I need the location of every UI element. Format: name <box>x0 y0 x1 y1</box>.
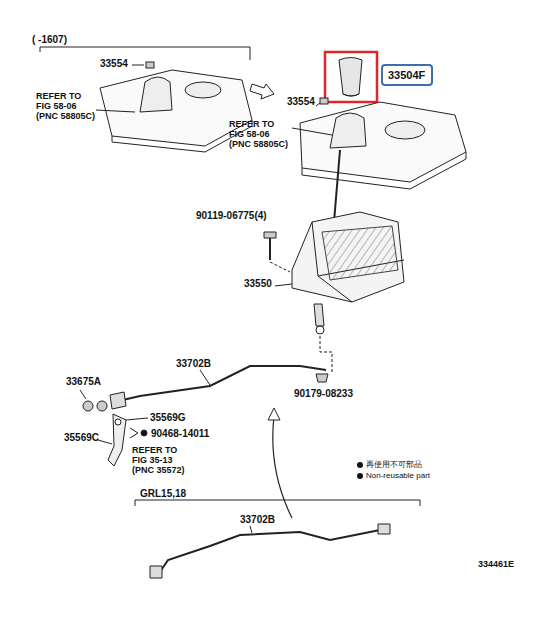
leader-line <box>275 284 292 286</box>
shifter-housing <box>292 212 404 302</box>
clip <box>146 62 154 68</box>
bolt-head <box>264 232 276 238</box>
select-lever <box>108 414 126 466</box>
legend-dot <box>356 472 366 480</box>
console-edge <box>302 152 466 189</box>
legend-dot <box>356 461 366 469</box>
leader-line <box>98 440 112 444</box>
shift-boot <box>140 77 172 112</box>
clip-pin <box>130 428 138 438</box>
shift-lever <box>334 150 340 222</box>
leader-line <box>80 390 86 399</box>
leader-line <box>292 128 332 135</box>
part-number: 90119-06775(4) <box>196 210 267 221</box>
legend-row: Non-reusable part <box>356 470 430 481</box>
leader-line <box>126 418 148 420</box>
shift-knob <box>339 58 362 97</box>
lever-hole <box>115 419 121 425</box>
shift-boot <box>330 113 366 148</box>
legend: 再使用不可部品Non-reusable part <box>356 459 430 481</box>
cable-end <box>110 392 126 409</box>
reference-note: REFER TO FIG 35-13 (PNC 35572) <box>132 446 194 476</box>
bushing <box>83 401 93 411</box>
leader-line <box>96 110 135 112</box>
cable-end <box>150 566 162 578</box>
part-number: 33550 <box>244 278 272 289</box>
non-reusable-dot <box>141 430 147 436</box>
part-number: 33675A <box>66 376 101 387</box>
link-arm <box>314 304 324 326</box>
leader-line <box>320 336 332 372</box>
part-number: ( -1607) <box>32 34 67 45</box>
reference-arrow <box>273 416 292 518</box>
legend-text: 再使用不可部品 <box>366 459 422 470</box>
part-number: 33702B <box>240 514 275 525</box>
part-number: 334461E <box>478 560 514 570</box>
leader-line <box>316 103 320 106</box>
range-bracket <box>135 500 420 506</box>
clip <box>320 98 328 104</box>
leader-line <box>270 262 290 272</box>
legend-text: Non-reusable part <box>366 471 430 480</box>
leader-line <box>250 526 252 533</box>
console-opening <box>385 121 425 139</box>
arrowhead <box>268 408 280 420</box>
part-number: GRL15,18 <box>140 488 186 499</box>
knob-base <box>343 94 359 96</box>
console-opening <box>185 82 221 98</box>
part-number: 35569C <box>64 432 99 443</box>
leader-line <box>132 65 144 66</box>
part-number: 90468-14011 <box>151 428 209 439</box>
leader-line <box>200 370 210 385</box>
link-pin <box>316 326 324 334</box>
direction-arrow <box>250 84 274 99</box>
part-number: 33554 <box>287 96 315 107</box>
reference-note: REFER TO FIG 58-06 (PNC 58805C) <box>36 92 98 122</box>
range-bracket <box>40 47 250 60</box>
legend-row: 再使用不可部品 <box>356 459 430 470</box>
console-panel <box>300 102 466 182</box>
housing-ribs <box>322 226 398 280</box>
shift-cable <box>160 530 380 572</box>
part-number: 90179-08233 <box>294 388 353 399</box>
nut <box>316 374 328 382</box>
housing-edge <box>312 222 404 302</box>
cable-end <box>378 524 390 534</box>
part-number: 33504F <box>388 69 426 81</box>
part-callout-box: 33504F <box>381 64 433 86</box>
reference-note: REFER TO FIG 58-06 (PNC 58805C) <box>229 120 291 150</box>
part-number: 33554 <box>100 58 128 69</box>
part-number: 33702B <box>176 358 211 369</box>
part-number: 35569G <box>150 412 186 423</box>
highlight-frame <box>325 52 377 102</box>
bushing <box>97 401 107 411</box>
